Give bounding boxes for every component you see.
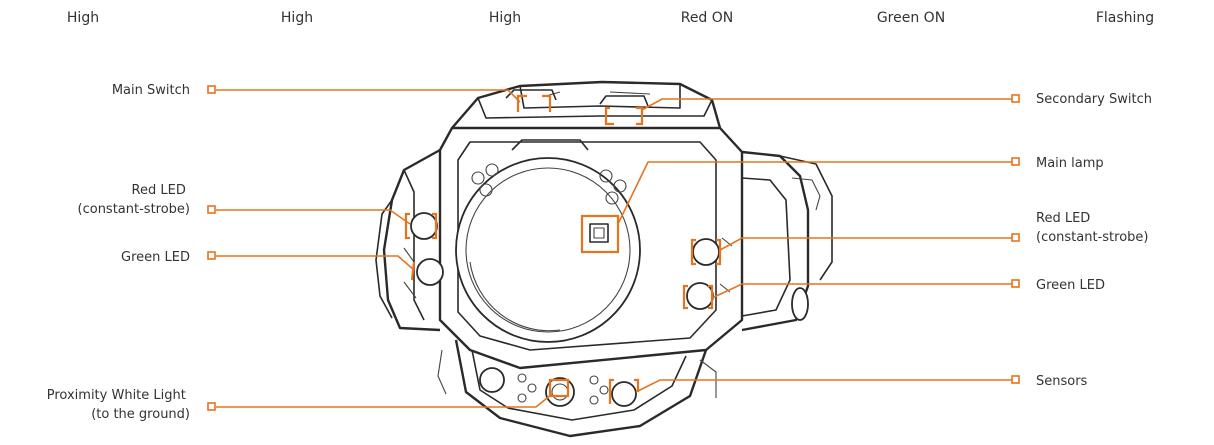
leader-proximity-light (216, 393, 553, 408)
leader-main-lamp (617, 161, 1012, 225)
right-labels: Secondary Switch Main lamp Red LED (cons… (1036, 92, 1152, 389)
leader-secondary-switch (641, 98, 1012, 111)
label-left-green-led: Green LED (121, 250, 190, 265)
label-left-red-led: Red LED (constant-strobe) (78, 183, 190, 217)
bullet-main-switch (207, 85, 216, 94)
label-right-red-led: Red LED (constant-strobe) (1036, 211, 1148, 245)
header-col-2: High (281, 10, 313, 26)
bullet-right-green-led (1011, 279, 1020, 288)
bullet-main-lamp (1011, 157, 1020, 166)
leader-bullets (207, 85, 1020, 411)
leader-main-switch (216, 89, 521, 103)
header-row: High High High Red ON Green ON Flashing (67, 10, 1154, 26)
label-proximity-light: Proximity White Light (to the ground) (47, 388, 190, 422)
header-col-1: High (67, 10, 99, 26)
leader-left-red-led (216, 209, 411, 225)
label-main-switch: Main Switch (112, 83, 190, 98)
leader-lines (216, 89, 1012, 408)
header-col-4: Red ON (681, 10, 734, 26)
leader-left-green-led (216, 255, 415, 271)
leader-right-red-led (719, 237, 1012, 251)
bullet-left-red-led (207, 205, 216, 214)
bullet-right-red-led (1011, 233, 1020, 242)
left-labels: Main Switch Red LED (constant-strobe) Gr… (47, 83, 190, 422)
label-sensors: Sensors (1036, 374, 1088, 389)
leader-sensors (635, 379, 1012, 393)
bullet-secondary-switch (1011, 94, 1020, 103)
label-secondary-switch: Secondary Switch (1036, 92, 1152, 107)
bullet-proximity-light (207, 402, 216, 411)
label-right-green-led: Green LED (1036, 278, 1105, 293)
device-illustration (375, 80, 833, 438)
header-col-6: Flashing (1096, 10, 1154, 26)
bullet-sensors (1011, 375, 1020, 384)
header-col-5: Green ON (877, 10, 945, 26)
label-main-lamp: Main lamp (1036, 156, 1104, 171)
leader-right-green-led (711, 283, 1012, 299)
callout-brackets (404, 94, 722, 404)
header-col-3: High (489, 10, 521, 26)
bullet-left-green-led (207, 251, 216, 260)
